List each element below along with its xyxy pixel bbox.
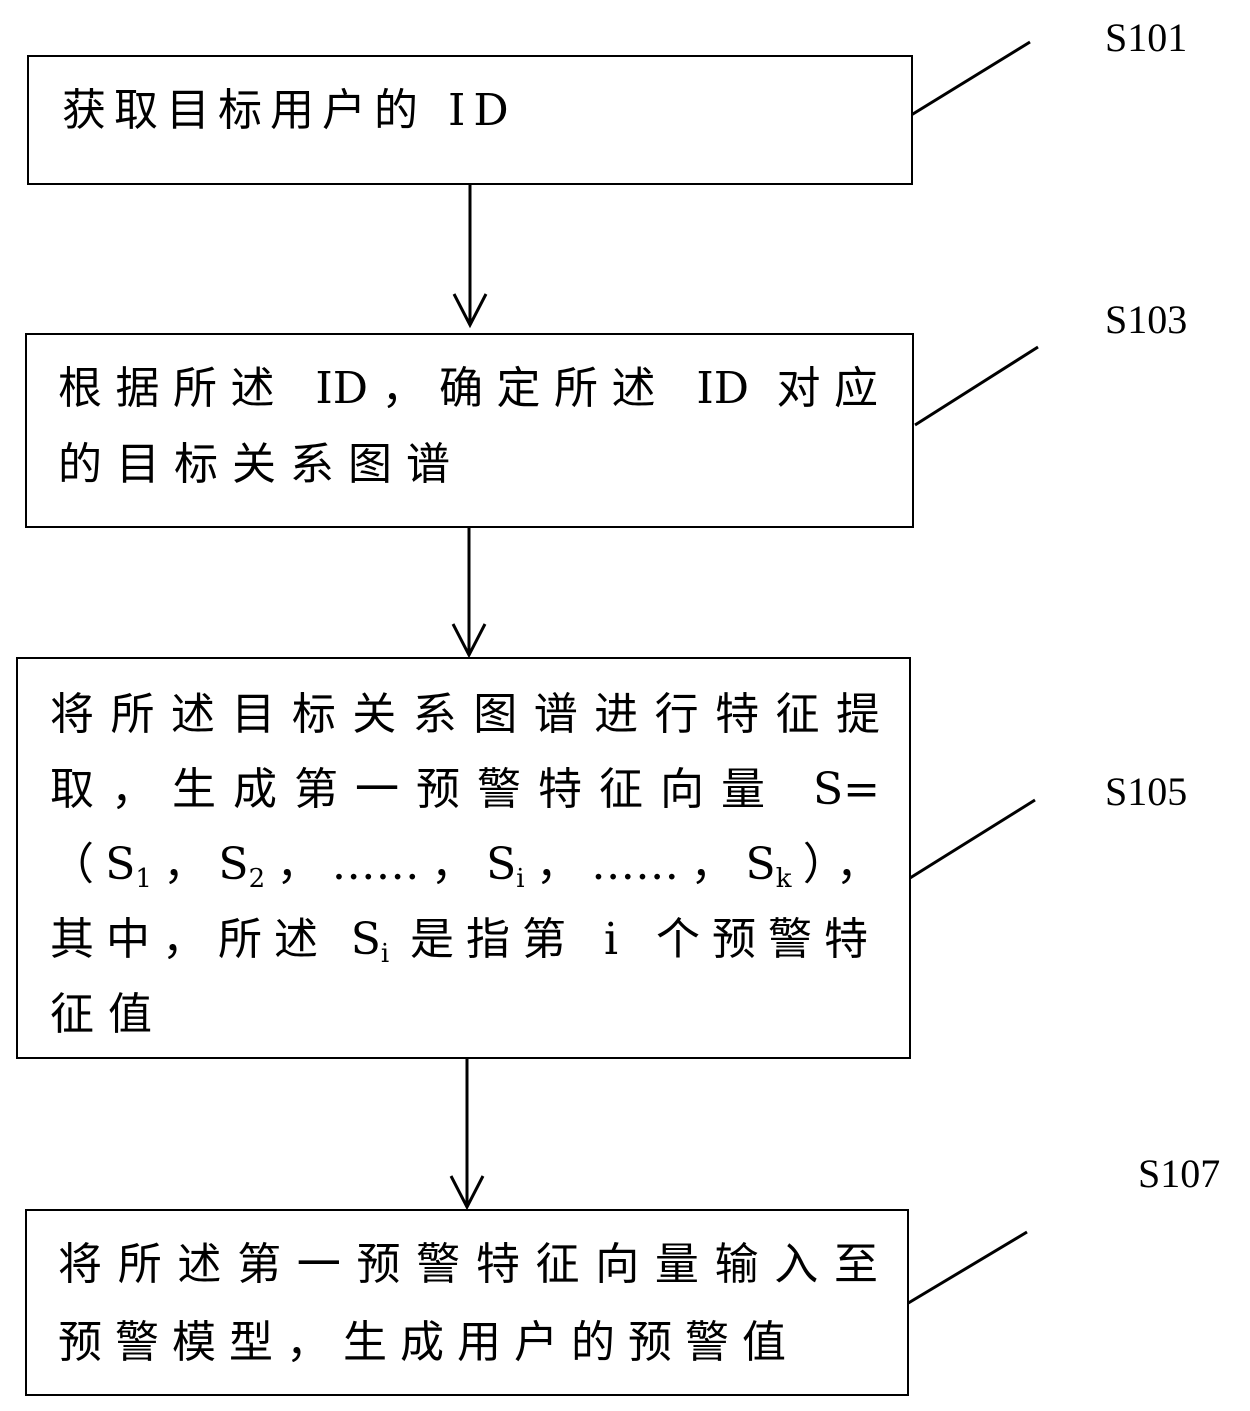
step-text: 将所述第一预警特征向量输入至 <box>58 1240 878 1290</box>
text: 是指第 i 个预警特 <box>410 915 880 965</box>
subscript: 2 <box>249 864 266 894</box>
vector-definition: （S1，S2，……，Si，……，Sk）， <box>50 840 880 890</box>
si-symbol: Si <box>351 915 389 965</box>
text: ）， <box>791 839 880 890</box>
step-label-s107: S107 <box>1138 1150 1220 1197</box>
step-text: 根据所述 ID，确定所述 ID 对应 <box>58 364 878 414</box>
text: ，S <box>152 839 249 890</box>
text: （S <box>50 839 135 890</box>
leader-line-s105 <box>910 800 1035 878</box>
subscript: k <box>776 864 792 894</box>
step-text: 将所述目标关系图谱进行特征提 <box>50 690 880 740</box>
leader-line-s101 <box>908 42 1030 117</box>
text: 其中，所述 <box>50 915 330 965</box>
text: ，……，S <box>525 839 776 890</box>
step-text: 的目标关系图谱 <box>58 440 464 490</box>
subscript: i <box>516 864 524 894</box>
step-text: 预警模型，生成用户的预警值 <box>58 1318 799 1368</box>
step-label-s105: S105 <box>1105 768 1187 815</box>
leader-line-s103 <box>915 347 1038 425</box>
step-text: 其中，所述 Si 是指第 i 个预警特 <box>50 915 880 965</box>
step-text: 取，生成第一预警特征向量 S= <box>50 765 880 815</box>
text: ，……，S <box>265 839 516 890</box>
step-label-s103: S103 <box>1105 296 1187 343</box>
leader-line-s107 <box>905 1232 1027 1305</box>
step-text: 获取目标用户的 ID <box>62 86 517 136</box>
step-label-s101: S101 <box>1105 14 1187 61</box>
subscript: 1 <box>135 864 152 894</box>
step-text: 征值 <box>50 990 166 1040</box>
